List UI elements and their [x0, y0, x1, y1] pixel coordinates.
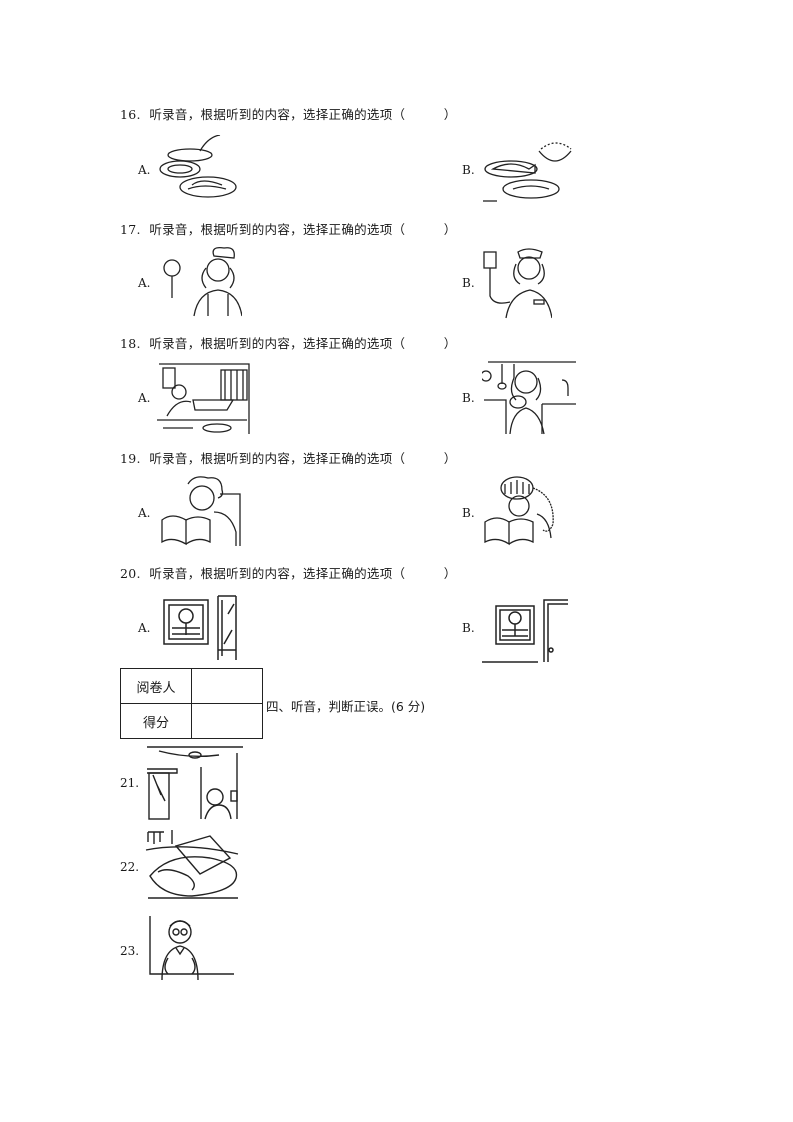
item-21-number: 21. — [120, 776, 140, 790]
score-label: 得分 — [120, 703, 192, 739]
section-4-title: 四、听音，判断正误。(6 分) — [266, 699, 426, 714]
question-16: 16. 听录音，根据听到的内容，选择正确的选项（ ） — [120, 107, 457, 122]
reviewer-field[interactable] — [191, 668, 263, 704]
option-label[interactable]: A. — [138, 621, 151, 635]
bed-with-notebook-illustration — [144, 828, 240, 900]
room-boy-switch-illustration — [145, 745, 245, 821]
option-label[interactable]: B. — [462, 506, 475, 520]
cook-with-pan-illustration — [160, 246, 242, 318]
option-label[interactable]: A. — [138, 163, 151, 177]
boy-reading-illustration — [158, 476, 244, 546]
question-17: 17. 听录音，根据听到的内容，选择正确的选项（ ） — [120, 222, 457, 237]
option-label[interactable]: B. — [462, 391, 475, 405]
question-19: 19. 听录音，根据听到的内容，选择正确的选项（ ） — [120, 451, 457, 466]
kitchen-girl-illustration — [482, 360, 576, 436]
option-label[interactable]: B. — [462, 163, 475, 177]
reviewer-label: 阅卷人 — [120, 668, 192, 704]
option-label[interactable]: A. — [138, 276, 151, 290]
girl-reading-illustration — [483, 474, 565, 548]
item-22-number: 22. — [120, 860, 140, 874]
option-label[interactable]: B. — [462, 276, 475, 290]
man-with-glasses-illustration — [146, 914, 236, 982]
study-room-illustration — [157, 362, 251, 434]
question-20: 20. 听录音，根据听到的内容，选择正确的选项（ ） — [120, 566, 457, 581]
question-18: 18. 听录音，根据听到的内容，选择正确的选项（ ） — [120, 336, 457, 351]
plates-of-food-illustration — [158, 135, 240, 201]
nurse-with-drip-illustration — [482, 246, 552, 320]
option-label[interactable]: A. — [138, 506, 151, 520]
picture-near-door-illustration — [482, 592, 570, 664]
fish-and-rice-illustration — [483, 133, 575, 203]
option-label[interactable]: B. — [462, 621, 475, 635]
score-table: 阅卷人 得分 — [120, 668, 263, 739]
picture-near-window-illustration — [162, 594, 240, 662]
score-field[interactable] — [191, 703, 263, 739]
option-label[interactable]: A. — [138, 391, 151, 405]
item-23-number: 23. — [120, 944, 140, 958]
